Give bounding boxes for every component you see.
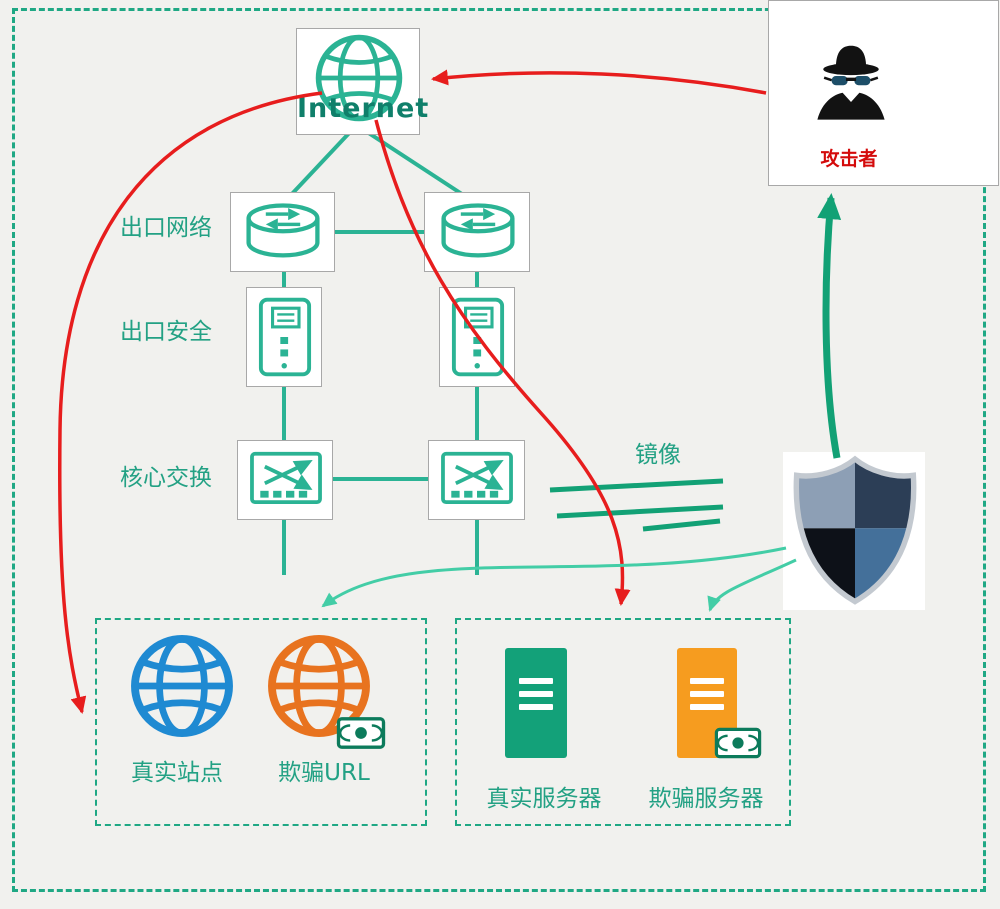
spy-icon bbox=[817, 45, 885, 120]
switch-node-left bbox=[237, 440, 333, 520]
real-server-label: 真实服务器 bbox=[486, 786, 602, 812]
diagram-outer-dashed-border bbox=[12, 8, 986, 892]
mirror-label: 镜像 bbox=[635, 442, 681, 468]
switch-node-right bbox=[428, 440, 525, 520]
real-site-label: 真实站点 bbox=[131, 760, 223, 786]
internet-node: Internet bbox=[296, 28, 430, 135]
attacker-node: 攻击者 bbox=[768, 0, 999, 186]
router-icon bbox=[441, 203, 515, 258]
router-icon bbox=[246, 203, 320, 258]
firewall-node-left bbox=[246, 287, 322, 387]
server-deception-zone bbox=[455, 618, 791, 826]
server-panel-lines bbox=[505, 648, 567, 710]
surveillance-icon bbox=[714, 727, 762, 759]
firewall-icon bbox=[258, 297, 312, 377]
attacker-label: 攻击者 bbox=[820, 148, 878, 170]
decoy-url-label: 欺骗URL bbox=[278, 760, 370, 786]
server-panel-lines bbox=[677, 648, 737, 710]
exit-security-label: 出口安全 bbox=[120, 319, 212, 345]
surveillance-icon bbox=[336, 717, 386, 749]
real-server-icon bbox=[505, 648, 567, 758]
router-node-left bbox=[230, 192, 335, 272]
globe-icon bbox=[131, 635, 233, 737]
shield-icon bbox=[793, 455, 917, 605]
firewall-node-right bbox=[439, 287, 515, 387]
exit-network-label: 出口网络 bbox=[120, 215, 212, 241]
internet-label: Internet bbox=[297, 93, 430, 124]
switch-icon bbox=[250, 451, 322, 505]
globe-icon bbox=[315, 34, 403, 122]
core-switch-label: 核心交换 bbox=[120, 465, 212, 491]
decoy-server-label: 欺骗服务器 bbox=[648, 786, 764, 812]
firewall-icon bbox=[451, 297, 505, 377]
switch-icon bbox=[441, 451, 513, 505]
router-node-right bbox=[424, 192, 530, 272]
